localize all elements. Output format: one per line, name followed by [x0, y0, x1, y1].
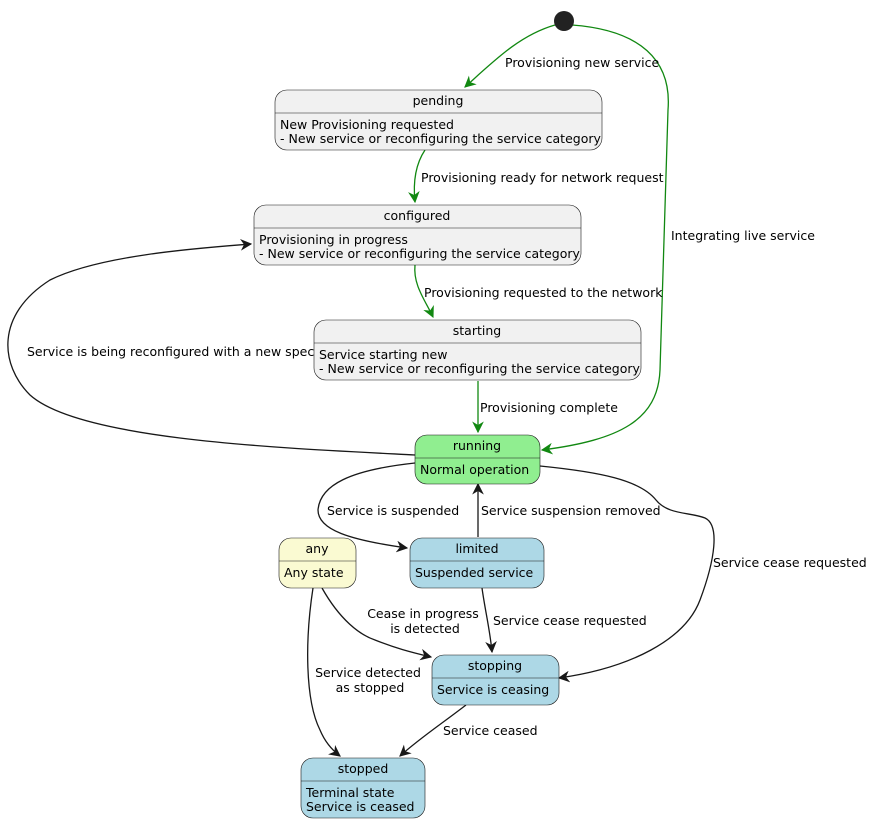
label-provisioning-requested: Provisioning requested to the network: [424, 285, 663, 300]
state-any-title: any: [306, 541, 330, 556]
label-provisioning-ready: Provisioning ready for network request: [421, 170, 664, 185]
label-integrating-live-service: Integrating live service: [671, 228, 815, 243]
transitions: [7, 24, 715, 757]
state-configured: configured Provisioning in progress - Ne…: [253, 204, 582, 266]
edge-initial-to-pending: [464, 24, 556, 88]
state-stopping-desc: Service is ceasing: [437, 682, 549, 697]
state-stopped: stopped Terminal state Service is ceased: [300, 757, 426, 819]
label-cease-in-progress: Cease in progress is detected: [367, 606, 483, 636]
state-pending-desc: New Provisioning requested - New service…: [280, 117, 601, 146]
edge-any-to-stopped: [307, 587, 341, 757]
edge-running-to-stopping: [539, 465, 715, 683]
edge-configured-to-starting: [414, 264, 434, 319]
state-any: any Any state: [278, 537, 357, 589]
state-starting-desc: Service starting new - New service or re…: [319, 347, 640, 376]
transition-labels: Provisioning new service Integrating liv…: [27, 55, 867, 738]
state-running-title: running: [453, 438, 501, 453]
state-limited: limited Suspended service: [409, 537, 545, 589]
label-provisioning-new-service: Provisioning new service: [505, 55, 659, 70]
state-running-desc: Normal operation: [420, 462, 529, 477]
label-service-reconfigured: Service is being reconfigured with a new…: [27, 344, 314, 359]
edge-stopping-to-stopped: [399, 704, 467, 757]
state-stopped-desc: Terminal state Service is ceased: [305, 785, 415, 814]
state-running: running Normal operation: [414, 434, 541, 485]
edge-initial-to-running: [540, 24, 669, 455]
state-configured-desc: Provisioning in progress - New service o…: [259, 232, 580, 261]
label-cease-requested-running: Service cease requested: [713, 555, 867, 570]
state-stopped-title: stopped: [338, 761, 389, 776]
edge-any-to-stopping: [321, 587, 433, 661]
state-pending: pending New Provisioning requested - New…: [274, 89, 603, 151]
label-service-suspended: Service is suspended: [327, 503, 459, 518]
edge-running-to-limited: [317, 462, 416, 553]
label-service-detected-stopped: Service detected as stopped: [315, 665, 425, 695]
state-starting-title: starting: [453, 323, 501, 338]
state-pending-title: pending: [413, 93, 464, 108]
edge-pending-to-configured: [408, 149, 426, 204]
initial-state-node: [554, 11, 574, 31]
label-suspension-removed: Service suspension removed: [481, 503, 661, 518]
label-provisioning-complete: Provisioning complete: [480, 400, 618, 415]
state-configured-title: configured: [384, 208, 451, 223]
state-stopping: stopping Service is ceasing: [431, 654, 560, 706]
state-limited-title: limited: [455, 541, 498, 556]
state-stopping-title: stopping: [468, 658, 522, 673]
label-cease-requested-limited: Service cease requested: [493, 613, 647, 628]
state-starting: starting Service starting new - New serv…: [313, 319, 642, 381]
label-service-ceased: Service ceased: [443, 723, 538, 738]
edge-limited-to-stopping: [481, 587, 497, 654]
state-limited-desc: Suspended service: [415, 565, 534, 580]
state-any-desc: Any state: [284, 565, 344, 580]
edge-running-to-configured: [7, 238, 416, 456]
